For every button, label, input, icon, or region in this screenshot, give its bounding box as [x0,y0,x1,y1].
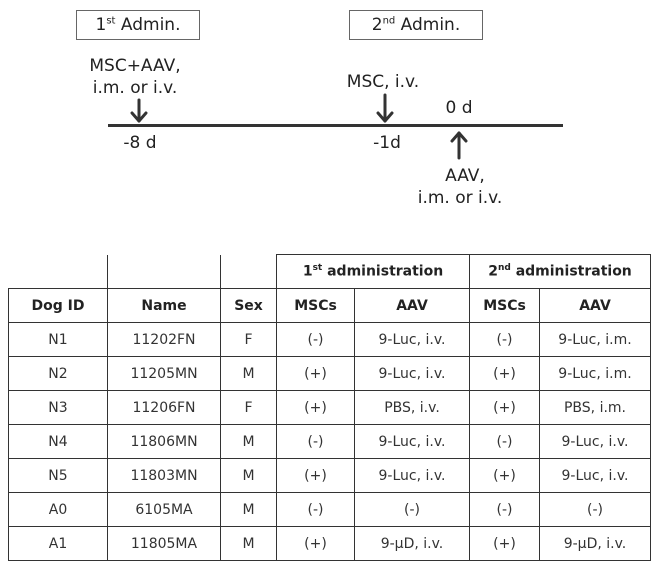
msc-aav-label-line1: MSC+AAV, [89,56,181,76]
table-cell: N4 [8,424,108,459]
column-header: MSCs [276,288,355,323]
blank-cell [220,254,277,289]
table-cell: (+) [276,458,355,493]
table-cell: (+) [276,390,355,425]
second-administration-header: 2nd administration [469,254,651,289]
column-header: AAV [354,288,470,323]
first-admin-suffix: st [106,15,116,27]
table-header-row: Dog ID Name Sex MSCs AAV MSCs AAV [8,288,651,323]
table-cell: 9-Luc, i.v. [354,322,470,357]
table-cell: 11206FN [107,390,221,425]
table-cell: M [220,424,277,459]
table-cell: (-) [539,492,651,527]
column-header: MSCs [469,288,540,323]
column-header: Dog ID [8,288,108,323]
aav-label-line1: AAV, [445,166,485,186]
first-admin-text: Admin. [115,15,181,35]
table-cell: 9-Luc, i.v. [354,424,470,459]
timeline-axis [108,124,563,127]
table-cell: 9-Luc, i.m. [539,322,651,357]
second-admin-header-suffix: nd [497,263,511,274]
table-cell: (-) [276,492,355,527]
aav-label-line2: i.m. or i.v. [417,188,503,208]
second-admin-header-number: 2 [488,263,498,280]
table-cell: M [220,526,277,561]
table-cell: N2 [8,356,108,391]
table-cell: (-) [354,492,470,527]
table-cell: 9-Luc, i.m. [539,356,651,391]
first-admin-header-number: 1 [302,263,313,280]
table-cell: 6105MA [107,492,221,527]
table-cell: (-) [469,424,540,459]
first-admin-header-text: administration [322,263,444,280]
table-cell: M [220,458,277,493]
msc-iv-label: MSC, i.v. [346,72,420,92]
table-cell: PBS, i.m. [539,390,651,425]
table-cell: 9-Luc, i.v. [354,356,470,391]
table-cell: M [220,356,277,391]
table-cell: (+) [469,526,540,561]
blank-cell [8,254,108,289]
table-cell: N5 [8,458,108,493]
table-cell: 9-μD, i.v. [539,526,651,561]
minus-1-day-label: -1d [373,133,401,153]
timeline-arrows [130,93,468,160]
table-cell: (+) [469,390,540,425]
table-cell: PBS, i.v. [354,390,470,425]
table-cell: (-) [469,322,540,357]
down-arrow-icon [376,93,394,123]
up-arrow-icon [450,131,468,160]
down-arrow-icon [130,98,148,123]
table-cell: 9-Luc, i.v. [539,458,651,493]
table-cell: 11803MN [107,458,221,493]
table-cell: 11205MN [107,356,221,391]
first-admin-header-suffix: st [312,263,323,274]
first-administration-header: 1st administration [276,254,470,289]
table-cell: (+) [469,356,540,391]
first-admin-box: 1st Admin. [76,10,200,40]
first-admin-number: 1 [95,15,107,35]
second-admin-box: 2nd Admin. [349,10,483,40]
table-cell: M [220,492,277,527]
table-cell: (+) [276,526,355,561]
table-group-header-row: 1st administration 2nd administration [8,254,651,289]
table-cell: A0 [8,492,108,527]
column-header: Name [107,288,221,323]
table-cell: (+) [469,458,540,493]
table-cell: 9-μD, i.v. [354,526,470,561]
table-cell: (-) [276,424,355,459]
second-admin-number: 2 [371,15,383,35]
zero-day-label: 0 d [445,98,473,118]
second-admin-text: Admin. [395,15,461,35]
table-cell: N3 [8,390,108,425]
table-cell: N1 [8,322,108,357]
table-cell: 11202FN [107,322,221,357]
administration-table: 1st administration 2nd administration Do… [8,254,651,561]
table-cell: 9-Luc, i.v. [354,458,470,493]
blank-cell [107,254,221,289]
column-header: AAV [539,288,651,323]
minus-8-day-label: -8 d [123,133,157,153]
table-cell: (-) [469,492,540,527]
table-cell: F [220,390,277,425]
table-cell: 9-Luc, i.v. [539,424,651,459]
msc-aav-label-line2: i.m. or i.v. [92,78,178,98]
table-cell: F [220,322,277,357]
second-admin-header-text: administration [510,263,632,280]
column-header: Sex [220,288,277,323]
second-admin-suffix: nd [382,15,396,27]
table-cell: (+) [276,356,355,391]
table-cell: 11806MN [107,424,221,459]
table-cell: A1 [8,526,108,561]
table-cell: 11805MA [107,526,221,561]
table-cell: (-) [276,322,355,357]
